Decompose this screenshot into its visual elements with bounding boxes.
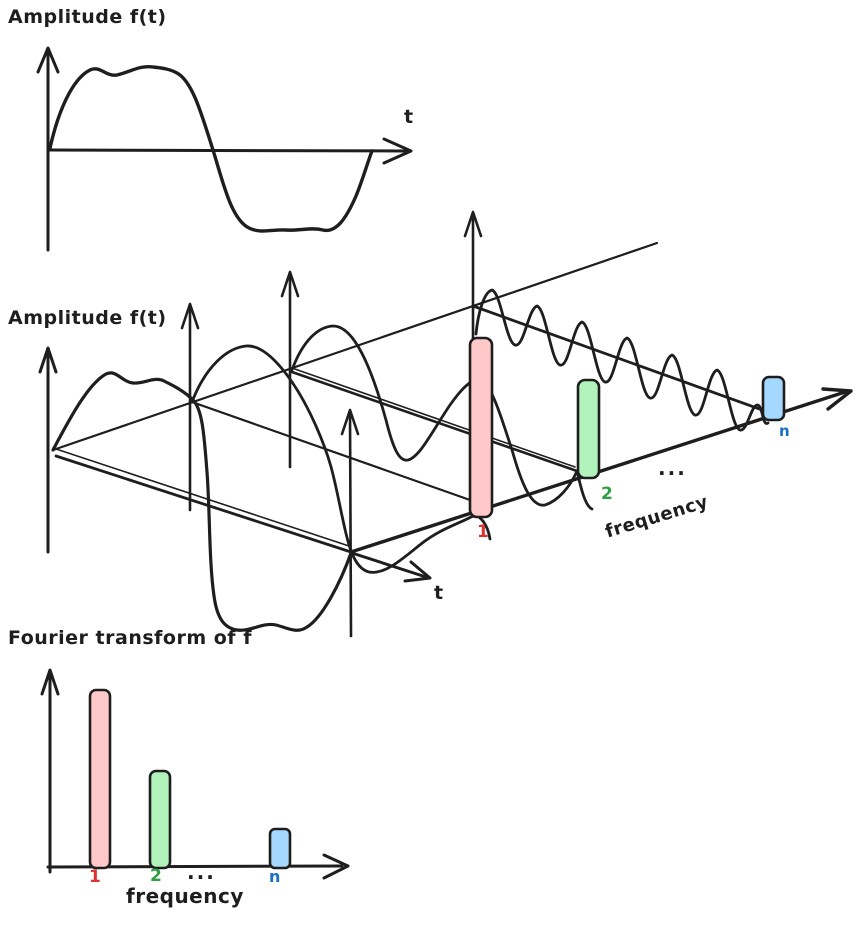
blue-sine-wave (474, 288, 770, 432)
spectrum-bar-1 (88, 688, 112, 870)
component-frequency-n (463, 210, 770, 432)
mid-ellipsis: ... (658, 456, 687, 480)
top-t-axis-arrow-icon (382, 137, 413, 165)
spectrum-tick-n: n (269, 867, 281, 886)
spectrum-bar-2 (148, 769, 172, 870)
blue-amplitude-axis-arrow-icon (463, 210, 483, 238)
top-t-axis-label: t (404, 106, 414, 128)
mid-bar-frequency-n (761, 375, 786, 422)
time-domain-panel (36, 46, 413, 252)
spectrum-ellipsis: ... (187, 860, 216, 884)
signal-curve (48, 64, 374, 233)
inner-amplitude-axis (348, 410, 353, 638)
inner-amplitude-axis-arrow-icon (340, 408, 360, 436)
component-frequency-2 (280, 270, 594, 511)
inner-t-axis-arrow-icon (403, 560, 432, 583)
red-time-line (190, 400, 472, 502)
spectrum-bar-n (268, 827, 292, 870)
rear-frequency-line (51, 241, 659, 452)
spectrum-frequency-axis-label: frequency (126, 884, 244, 908)
green-sine-wave (290, 324, 594, 511)
top-panel-title: Amplitude f(t) (8, 6, 167, 28)
mid-t-axis-label: t (434, 582, 444, 604)
green-time-line-thin (291, 367, 576, 468)
red-amplitude-axis-arrow-icon (180, 302, 200, 330)
top-y-axis-arrow-icon (36, 46, 60, 74)
component-frequency-1 (180, 302, 492, 574)
mid-frequency-n-label: n (779, 422, 791, 440)
spectrum-title: Fourier transform of f (8, 627, 252, 649)
time-plane-line-thin (52, 447, 350, 547)
spectrum-y-axis-arrow-icon (40, 668, 60, 696)
frequency-axis-arrow-icon (821, 387, 853, 411)
mid-frequency-1-label: 1 (477, 522, 490, 542)
mid-bar-frequency-1 (468, 336, 494, 519)
spectrum-tick-2: 2 (150, 866, 163, 886)
green-time-line (290, 370, 579, 473)
signal-curve-perspective (51, 371, 353, 632)
green-amplitude-axis-arrow-icon (280, 270, 300, 298)
red-sine-wave (190, 344, 492, 574)
decomposition-panel (38, 210, 853, 638)
mid-amplitude-axis-arrow-icon (38, 346, 58, 374)
mid-panel-title: Amplitude f(t) (8, 307, 167, 329)
blue-time-line (471, 304, 770, 414)
spectrum-x-axis-arrow-icon (322, 853, 350, 880)
inner-t-axis (350, 551, 428, 579)
spectrum-tick-1: 1 (89, 867, 102, 887)
mid-bar-frequency-2 (576, 378, 601, 480)
time-plane-line-thick (54, 454, 353, 554)
top-t-axis (46, 148, 408, 153)
mid-frequency-2-label: 2 (601, 484, 614, 504)
spectrum-panel (40, 668, 350, 880)
